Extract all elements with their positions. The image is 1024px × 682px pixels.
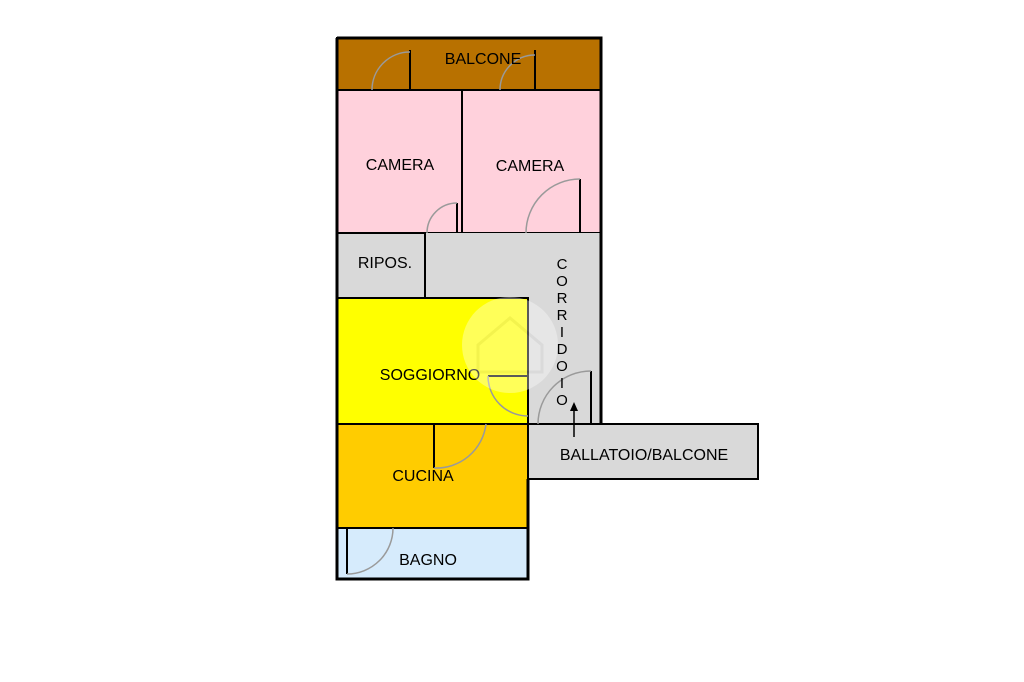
entrance-door-arc bbox=[537, 370, 592, 425]
cucina-label: CUCINA bbox=[392, 468, 454, 485]
corridoio-letter: R bbox=[557, 307, 568, 324]
balcone-door-arc-right bbox=[499, 54, 536, 91]
corridoio-letter: I bbox=[560, 375, 564, 392]
corridoio-letter: D bbox=[557, 341, 568, 358]
corridoio-letter: O bbox=[556, 358, 568, 375]
watermark-logo bbox=[462, 297, 558, 393]
corridoio-letter: R bbox=[557, 290, 568, 307]
camera-left-door-arc bbox=[426, 202, 458, 234]
corridoio-room bbox=[425, 233, 601, 424]
cucina-room bbox=[336, 423, 529, 529]
corridoio-letter: O bbox=[556, 392, 568, 409]
balcone-top-label: BALCONE bbox=[445, 51, 521, 68]
bagno-door-arc bbox=[346, 527, 394, 575]
corridoio-letter: C bbox=[557, 256, 568, 273]
soggiorno-room bbox=[336, 297, 529, 425]
ballatoio-label: BALLATOIO/BALCONE bbox=[560, 447, 728, 464]
corridoio-label: C O R R I D O I O bbox=[556, 256, 568, 409]
corridoio-letter: I bbox=[560, 324, 564, 341]
ballatoio-room bbox=[527, 423, 759, 480]
camera-left-room bbox=[336, 89, 463, 234]
camera-right-room bbox=[461, 89, 602, 234]
camera-left-label: CAMERA bbox=[366, 157, 435, 174]
corridor-partition bbox=[590, 233, 602, 424]
soggiorno-door-arc bbox=[487, 375, 529, 417]
camera-right-label: CAMERA bbox=[496, 158, 565, 175]
balcone-top-room bbox=[336, 37, 602, 91]
soggiorno-label: SOGGIORNO bbox=[380, 367, 480, 384]
camera-right-door-arc bbox=[525, 178, 581, 234]
ripos-label: RIPOS. bbox=[358, 255, 412, 272]
corridoio-letter: O bbox=[556, 273, 568, 290]
up-arrow-icon bbox=[570, 402, 578, 437]
bagno-label: BAGNO bbox=[399, 552, 457, 569]
balcone-door-arc-left bbox=[371, 51, 411, 91]
cucina-door-arc bbox=[433, 423, 487, 469]
